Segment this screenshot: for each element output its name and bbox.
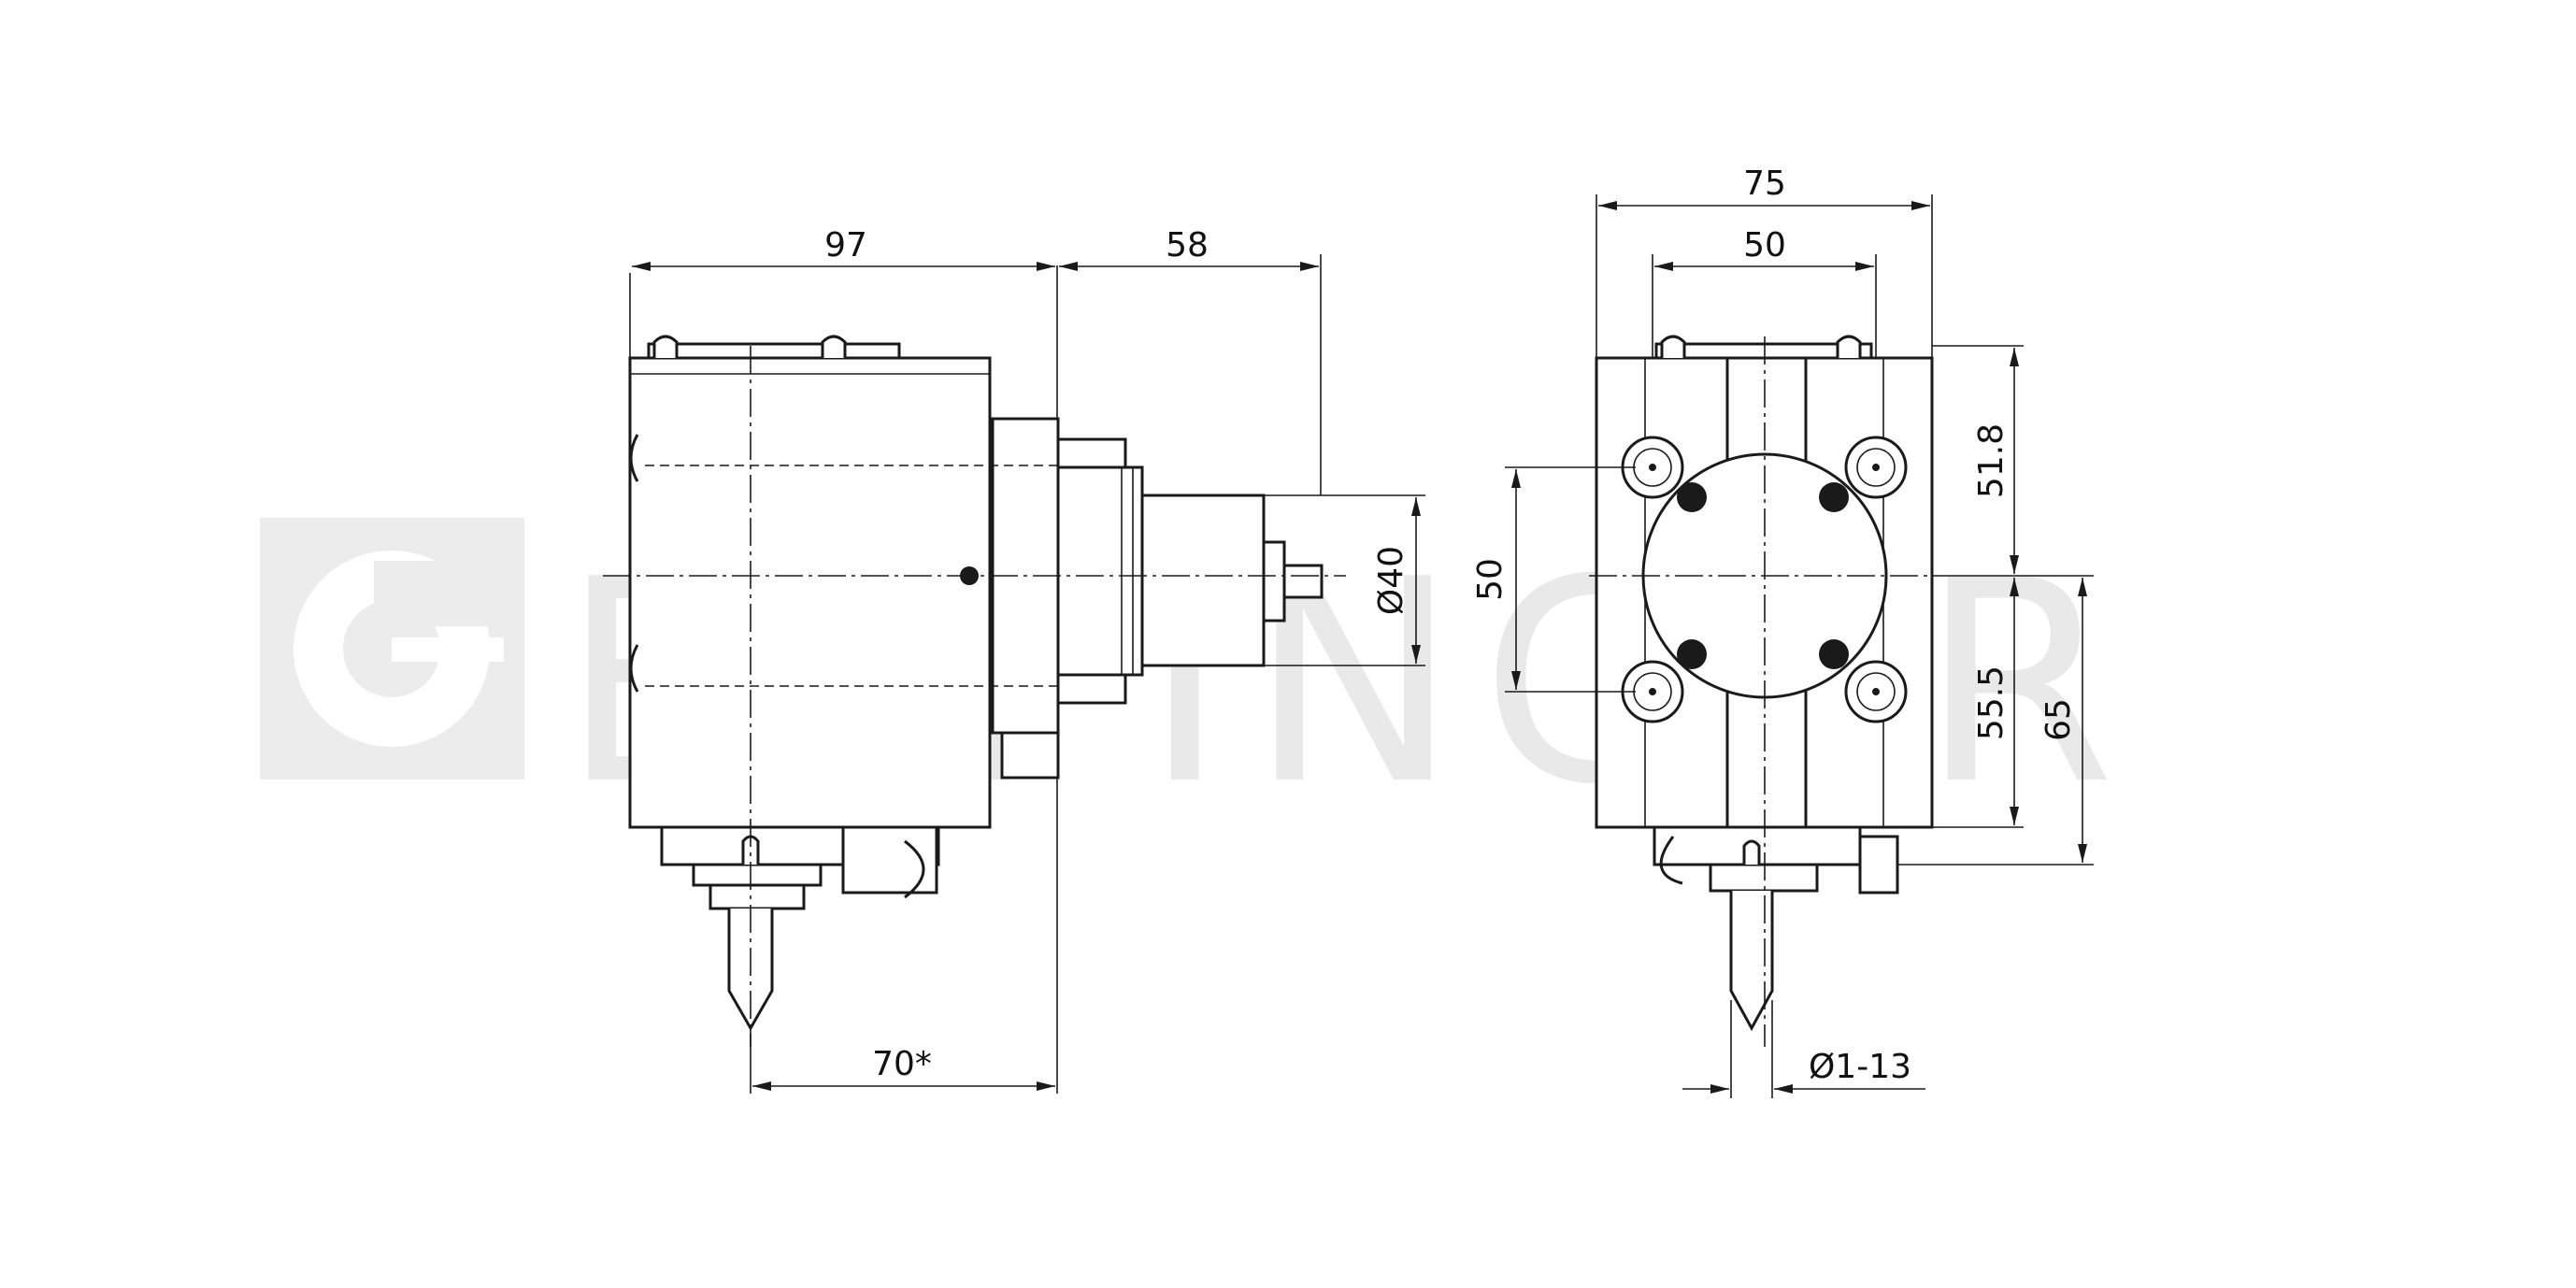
- housing-body: [628, 356, 992, 829]
- set-screw-bottom-right: [1819, 639, 1849, 669]
- shank-collar: [1056, 465, 1144, 677]
- set-screw-bottom-left: [1677, 639, 1707, 669]
- dim-shank-diameter: Ø40: [1372, 546, 1410, 615]
- flange-step-bottom: [1056, 673, 1127, 705]
- dim-upper-height: 51.8: [1972, 423, 2011, 498]
- dim-overall-width: 75: [1743, 165, 1786, 203]
- collet-body: [708, 883, 806, 910]
- set-screw-top-left: [1677, 482, 1707, 512]
- dim-lower-height: 55.5: [1972, 665, 2011, 740]
- side-view: 97 58 Ø40 70*: [603, 226, 1425, 1094]
- dim-collet-range: Ø1-13: [1809, 1048, 1911, 1086]
- flange-step-top: [1056, 437, 1127, 469]
- front-hose: [1659, 836, 1683, 885]
- dim-offset: 70*: [872, 1045, 932, 1083]
- front-top-screw-right: [1836, 335, 1862, 358]
- top-rail: [647, 342, 901, 360]
- hose-loop: [904, 839, 925, 899]
- front-view: 75 50 50 51.8 55.5 65 Ø1-13: [1471, 165, 2094, 1098]
- front-coolant-fitting: [1858, 835, 1899, 894]
- dim-overall-length: 97: [824, 226, 867, 265]
- eppinger-logo-icon: [293, 551, 523, 747]
- front-top-screw-left: [1660, 335, 1686, 358]
- shank-cylinder: [1140, 494, 1266, 667]
- dim-bolt-spacing-h: 50: [1743, 226, 1786, 265]
- spindle-nose: [1262, 540, 1286, 623]
- mount-bolt-bottom-right: [1844, 660, 1908, 723]
- flange-lug: [1000, 731, 1060, 780]
- dim-center-height: 65: [2039, 698, 2078, 741]
- front-collet-nut: [1709, 863, 1819, 893]
- mount-bolt-top-right: [1844, 436, 1908, 499]
- dim-bolt-spacing-v: 50: [1471, 558, 1510, 601]
- set-screw-top-right: [1819, 482, 1849, 512]
- front-bottom-screw: [1742, 839, 1761, 865]
- spindle-tip: [1282, 564, 1324, 599]
- front-tool-shank: [1729, 891, 1774, 1032]
- collet-nut: [692, 863, 823, 887]
- dim-spindle-projection: 58: [1166, 226, 1209, 265]
- left-face-contour: [629, 434, 639, 693]
- socket-head-screw-icon: [652, 335, 847, 358]
